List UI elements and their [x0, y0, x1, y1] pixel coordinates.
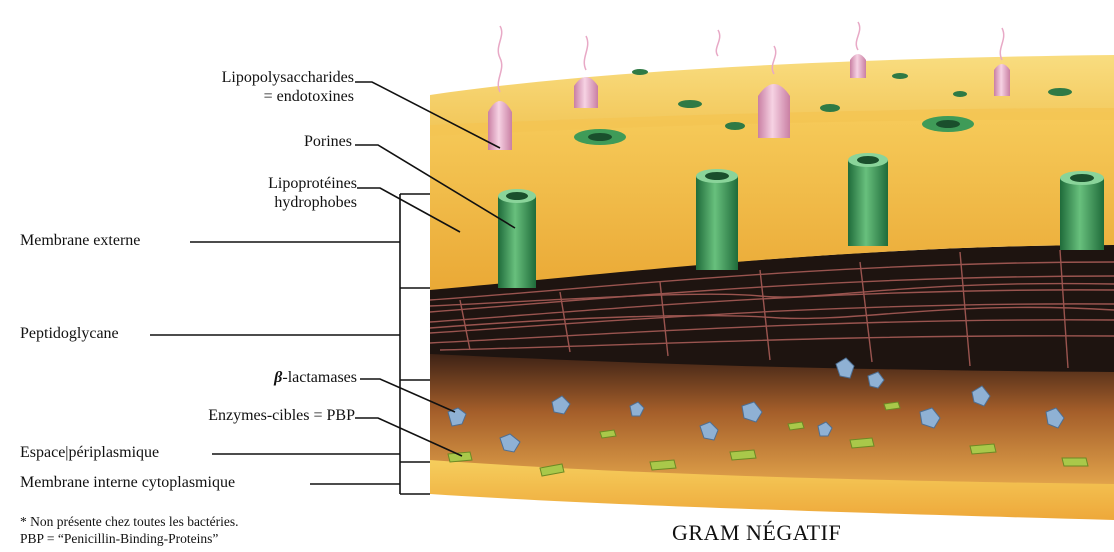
- beta-lactamases-label: β-lactamases: [274, 368, 357, 387]
- diagram-title: GRAM NÉGATIF: [672, 520, 841, 546]
- membrane-interne-label: Membrane interne cytoplasmique: [20, 473, 235, 492]
- lps-label: Lipopolysaccharides = endotoxines: [222, 68, 354, 106]
- footnote-1: * Non présente chez toutes les bactéries…: [20, 514, 239, 530]
- footnote-2: PBP = “Penicillin-Binding-Proteins”: [20, 531, 218, 547]
- lipoproteines-label: Lipoprotéines hydrophobes: [268, 174, 357, 212]
- enzymes-cibles-label: Enzymes-cibles = PBP: [208, 406, 355, 425]
- periplasmic-space: [430, 352, 1114, 484]
- membrane-externe-label: Membrane externe: [20, 231, 140, 250]
- espace-periplasmique-label: Espace|périplasmique: [20, 443, 159, 462]
- beta-lactamases-text: -lactamases: [282, 369, 357, 386]
- peptidoglycane-label: Peptidoglycane: [20, 324, 119, 343]
- porines-label: Porines: [304, 132, 352, 151]
